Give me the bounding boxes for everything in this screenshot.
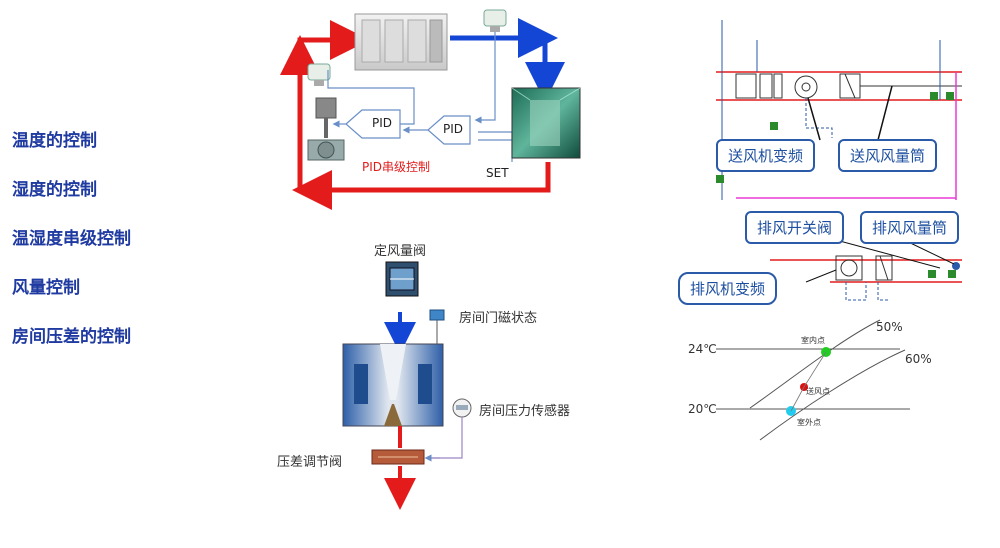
control-valve bbox=[307, 97, 345, 161]
pressure-damper-label: 压差调节阀 bbox=[277, 455, 343, 470]
topic-temperature-control: 温度的控制 bbox=[12, 131, 97, 151]
temp-20-label: 20℃ bbox=[688, 402, 717, 416]
indoor-point-label: 室内点 bbox=[801, 336, 825, 345]
topic-humidity-control: 湿度的控制 bbox=[12, 180, 97, 200]
rh-60-label: 60% bbox=[905, 352, 932, 366]
constant-airflow-valve-icon bbox=[385, 261, 419, 297]
supply-air-path bbox=[450, 35, 548, 80]
duct-sensor-top bbox=[483, 9, 507, 32]
corridor-photo bbox=[342, 343, 444, 427]
rh-50-label: 50% bbox=[876, 320, 903, 334]
topic-airflow-control: 风量控制 bbox=[12, 278, 80, 298]
exhaust-switch-valve-callout: 排风开关阀 bbox=[745, 211, 845, 244]
set-point-label: SET bbox=[486, 166, 509, 180]
temp-24-label: 24℃ bbox=[688, 342, 717, 356]
pid-left-label: PID bbox=[372, 116, 393, 130]
pressure-sensor-icon bbox=[452, 398, 472, 418]
pid-block-right bbox=[427, 115, 471, 145]
control-topic-list: 温度的控制 湿度的控制 温湿度串级控制 风量控制 房间压差的控制 bbox=[12, 131, 131, 376]
door-status-sensor-icon bbox=[429, 309, 445, 321]
constant-airflow-valve-label: 定风量阀 bbox=[374, 244, 427, 259]
pid-right-label: PID bbox=[443, 122, 464, 136]
topic-pressure-diff-control: 房间压差的控制 bbox=[12, 327, 131, 347]
exhaust-fan-vfd-callout: 排风机变频 bbox=[678, 272, 778, 305]
supply-fan-vfd-callout: 送风机变频 bbox=[716, 139, 816, 172]
hvac-schematic bbox=[716, 20, 962, 301]
outdoor-point-label: 室外点 bbox=[797, 418, 821, 427]
supply-point-label: 送风点 bbox=[806, 387, 830, 396]
door-status-label: 房间门磁状态 bbox=[459, 311, 538, 326]
supply-airflow-tube-callout: 送风风量筒 bbox=[838, 139, 938, 172]
pressure-damper-icon bbox=[371, 449, 425, 465]
air-handling-unit bbox=[354, 13, 448, 71]
pressure-sensor-label: 房间压力传感器 bbox=[479, 404, 571, 419]
cleanroom-photo bbox=[511, 87, 581, 159]
exhaust-airflow-tube-callout: 排风风量筒 bbox=[860, 211, 960, 244]
duct-sensor-left bbox=[307, 63, 331, 86]
topic-cascade-control: 温湿度串级控制 bbox=[12, 229, 131, 249]
psychrometric-chart bbox=[716, 319, 910, 441]
pid-cascade-caption: PID串级控制 bbox=[362, 160, 431, 174]
